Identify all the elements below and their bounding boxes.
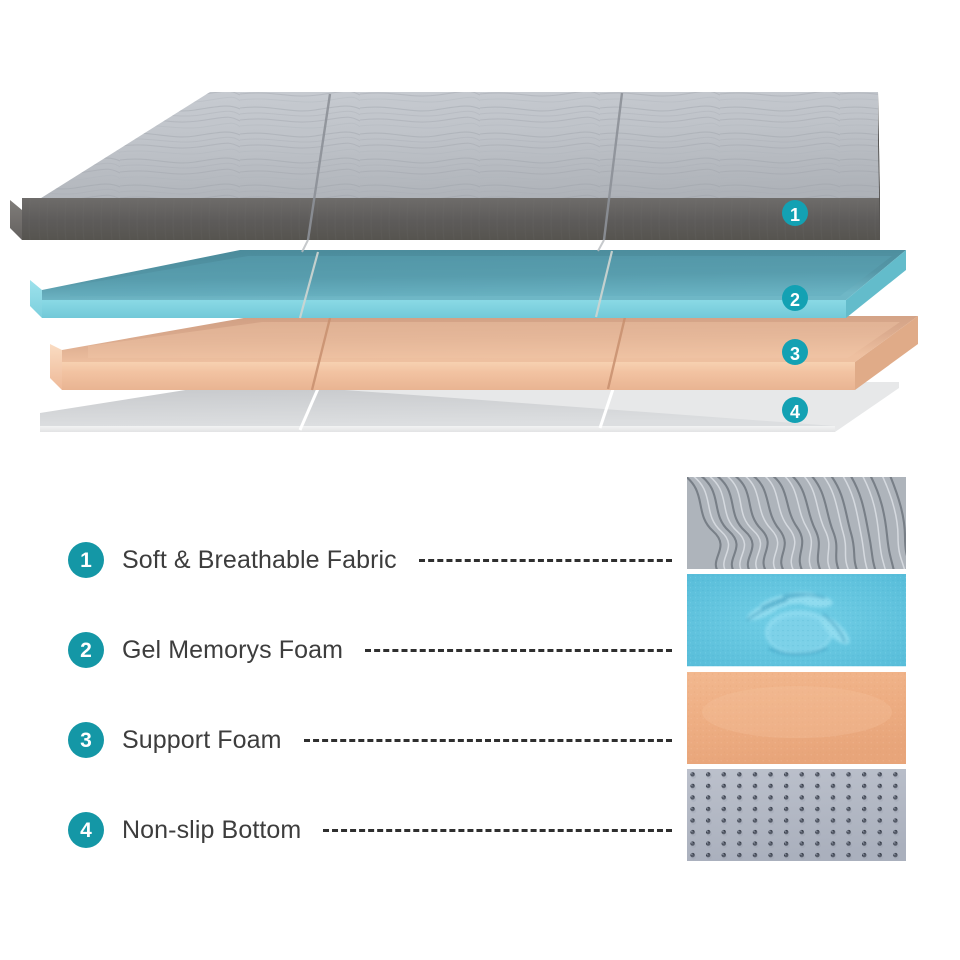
swatch-gel-memorys-foam — [687, 574, 906, 667]
non-slip-dot-texture-icon — [687, 768, 906, 861]
handprint-foam-texture-icon — [687, 574, 906, 667]
legend-badge-3: 3 — [68, 722, 104, 758]
legend-label-1: Soft & Breathable Fabric — [122, 545, 397, 574]
diagram-badge-2-number: 2 — [790, 290, 800, 310]
diagram-canvas: 1 2 3 4 — [10, 92, 918, 432]
diagram-badge-3-number: 3 — [790, 344, 800, 364]
swatch-support-foam — [687, 671, 906, 764]
legend-item-1: 1 Soft & Breathable Fabric — [68, 538, 676, 582]
legend-connector-2 — [365, 648, 672, 652]
mattress-exploded-diagram: 1 2 3 4 — [0, 0, 960, 460]
legend-badge-4: 4 — [68, 812, 104, 848]
legend-connector-4 — [323, 828, 672, 832]
diagram-badge-3: 3 — [782, 339, 808, 365]
support-foam-texture-icon — [687, 671, 906, 764]
layer-soft-breathable-fabric — [10, 92, 880, 253]
diagram-badge-1: 1 — [782, 200, 808, 226]
diagram-badge-4: 4 — [782, 397, 808, 423]
fabric-texture-icon — [687, 477, 906, 570]
diagram-badge-4-number: 4 — [790, 402, 800, 422]
legend-label-2: Gel Memorys Foam — [122, 635, 344, 664]
legend-label-3: Support Foam — [122, 725, 282, 754]
legend-badge-2: 2 — [68, 632, 104, 668]
diagram-badge-1-number: 1 — [790, 205, 800, 225]
swatch-soft-breathable-fabric — [687, 477, 906, 570]
legend-connector-3 — [303, 738, 672, 742]
legend-connector-1 — [418, 558, 672, 562]
layer-support-foam — [50, 316, 918, 391]
legend-item-4: 4 Non-slip Bottom — [68, 808, 676, 852]
legend-badge-1: 1 — [68, 542, 104, 578]
layer-gel-memory-foam — [30, 250, 906, 319]
swatch-non-slip-bottom — [687, 768, 906, 861]
legend-label-4: Non-slip Bottom — [122, 815, 302, 844]
layer-non-slip-bottom — [40, 382, 899, 432]
legend-item-2: 2 Gel Memorys Foam — [68, 628, 676, 672]
legend-item-3: 3 Support Foam — [68, 718, 676, 762]
layer-legend-list: 1 Soft & Breathable Fabric 2 Gel Memorys… — [0, 460, 690, 960]
material-swatch-column — [687, 477, 906, 861]
diagram-badge-2: 2 — [782, 285, 808, 311]
